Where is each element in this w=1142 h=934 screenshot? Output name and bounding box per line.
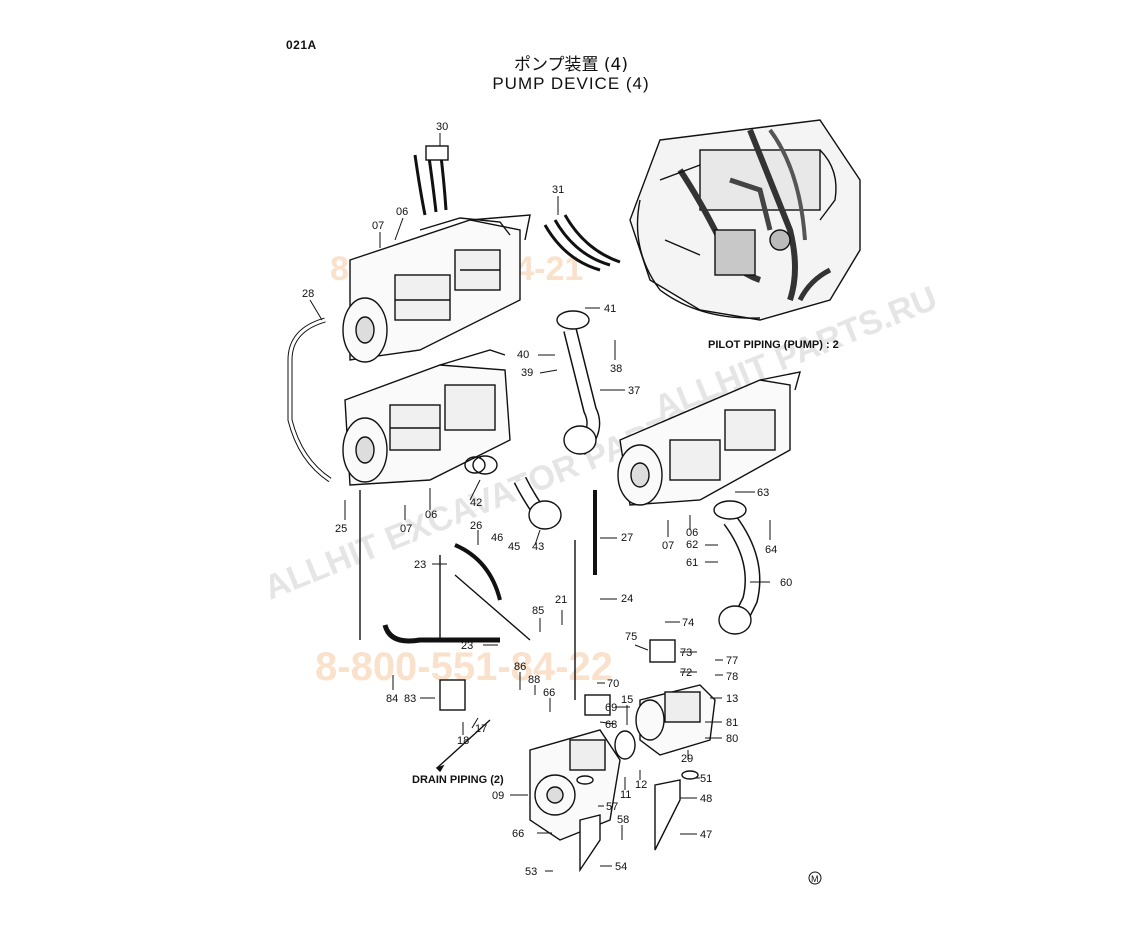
part-label: 48 xyxy=(700,793,712,805)
part-label: 37 xyxy=(628,385,640,397)
part-label: 75 xyxy=(625,631,637,643)
engine-assembly-illustration xyxy=(629,119,861,321)
part-label: 62 xyxy=(686,539,698,551)
part-label: 27 xyxy=(621,532,633,544)
part-label: 60 xyxy=(780,577,792,589)
main-pump-right xyxy=(617,371,801,506)
part-label: 53 xyxy=(525,866,537,878)
gear-pump-assembly xyxy=(529,729,621,841)
part-label: 66 xyxy=(512,828,524,840)
page-title-japanese: ポンプ装置 (4) xyxy=(514,55,628,75)
part-label: 43 xyxy=(532,541,544,553)
note-pilot-piping: PILOT PIPING (PUMP) : 2 xyxy=(708,339,839,351)
part-label: 09 xyxy=(492,790,504,802)
part-label: 21 xyxy=(555,594,567,606)
flanges-and-gaskets xyxy=(464,310,752,785)
part-label: 38 xyxy=(610,363,622,375)
part-label: 24 xyxy=(621,593,633,605)
page-code: 021A xyxy=(286,38,317,52)
part-label: 61 xyxy=(686,557,698,569)
part-label: 26 xyxy=(470,520,482,532)
part-label: 40 xyxy=(517,349,529,361)
page-title-english: PUMP DEVICE (4) xyxy=(492,74,650,93)
part-label: 80 xyxy=(726,733,738,745)
part-label: 31 xyxy=(552,184,564,196)
part-label: 42 xyxy=(470,497,482,509)
part-label: 69 xyxy=(605,702,617,714)
part-label: 84 xyxy=(386,693,398,705)
part-label: 23 xyxy=(414,559,426,571)
part-label: 63 xyxy=(757,487,769,499)
part-label: 70 xyxy=(607,678,619,690)
part-label: 07 xyxy=(372,220,384,232)
part-label: 28 xyxy=(302,288,314,300)
part-label: 64 xyxy=(765,544,777,556)
part-label: 45 xyxy=(508,541,520,553)
part-label: 78 xyxy=(726,671,738,683)
part-label: 88 xyxy=(528,674,540,686)
part-label: 17 xyxy=(475,723,487,735)
main-pump-upper xyxy=(342,214,531,363)
part-label: 68 xyxy=(605,719,617,731)
part-label: 81 xyxy=(726,717,738,729)
part-label: 29 xyxy=(681,753,693,765)
part-label: 13 xyxy=(726,693,738,705)
part-label: 54 xyxy=(615,861,627,873)
part-label: 73 xyxy=(680,647,692,659)
part-label: 47 xyxy=(700,829,712,841)
part-label: 07 xyxy=(662,540,674,552)
part-label: 30 xyxy=(436,121,448,133)
part-label: 39 xyxy=(521,367,533,379)
part-label: 06 xyxy=(425,509,437,521)
part-label: 51 xyxy=(700,773,712,785)
part-label: 77 xyxy=(726,655,738,667)
m-marker: M xyxy=(808,871,822,885)
part-label: 66 xyxy=(543,687,555,699)
leader-lines xyxy=(309,133,771,872)
part-label: 23 xyxy=(461,640,473,652)
main-pump-lower xyxy=(342,349,511,486)
part-label: 85 xyxy=(532,605,544,617)
part-label: 06 xyxy=(686,527,698,539)
part-label: 46 xyxy=(491,532,503,544)
part-label: 86 xyxy=(514,661,526,673)
part-number-labels: 30 31 07 06 28 41 40 38 39 37 42 43 46 4… xyxy=(302,121,792,878)
part-label: 06 xyxy=(396,206,408,218)
pilot-pump-assembly xyxy=(635,684,716,756)
part-label: 83 xyxy=(404,693,416,705)
part-label: 07 xyxy=(400,523,412,535)
part-label: 41 xyxy=(604,303,616,315)
part-label: 58 xyxy=(617,814,629,826)
part-label: 12 xyxy=(635,779,647,791)
note-drain-piping: DRAIN PIPING (2) xyxy=(412,774,504,786)
part-label: 72 xyxy=(680,667,692,679)
small-blocks xyxy=(439,639,681,873)
part-label: 15 xyxy=(621,694,633,706)
part-label: 25 xyxy=(335,523,347,535)
part-label: 74 xyxy=(682,617,694,629)
part-label: 18 xyxy=(457,735,469,747)
part-label: 11 xyxy=(620,789,631,801)
m-marker-letter: M xyxy=(811,874,819,884)
part-label: 57 xyxy=(606,801,618,813)
